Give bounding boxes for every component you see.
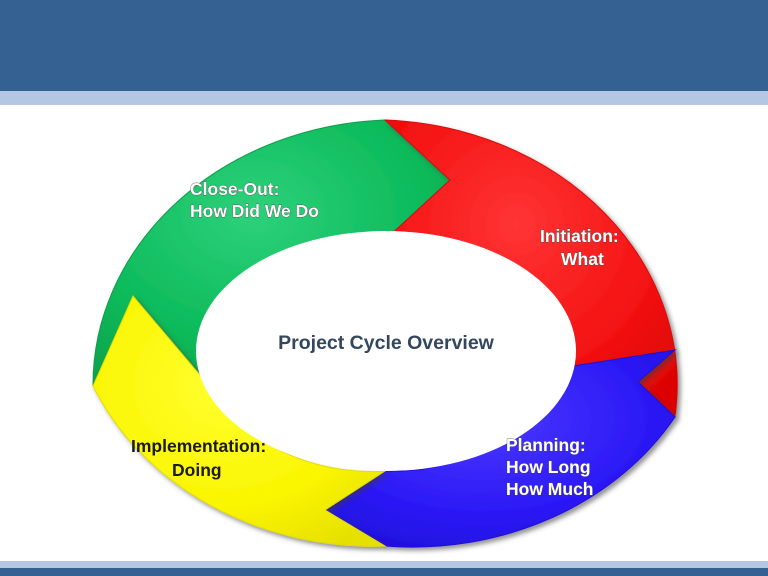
planning-label-line2: How Long xyxy=(506,457,591,477)
label-implementation: Implementation: Doing xyxy=(131,436,266,480)
segment-implementation[interactable] xyxy=(92,295,387,547)
implementation-label-line2: Doing xyxy=(172,460,222,480)
project-cycle-diagram: Project Cycle Overview Close-Out: How Di… xyxy=(0,105,768,561)
planning-label-line3: How Much xyxy=(506,479,594,499)
label-close-out: Close-Out: How Did We Do xyxy=(190,179,320,222)
implementation-chevron[interactable] xyxy=(92,295,387,547)
planning-label-line1: Planning: xyxy=(506,435,586,455)
label-planning: Planning: How Long How Much xyxy=(506,435,594,500)
top-dark-band xyxy=(0,0,768,91)
top-light-band xyxy=(0,91,768,105)
close-out-label-line1: Close-Out: xyxy=(190,179,279,199)
center-hub xyxy=(196,231,576,471)
initiation-label-line2: What xyxy=(561,249,604,269)
bottom-dark-band xyxy=(0,568,768,576)
bottom-light-band xyxy=(0,561,768,568)
cycle-donut-svg: Project Cycle Overview Close-Out: How Di… xyxy=(92,119,678,548)
label-initiation: Initiation: What xyxy=(540,226,619,270)
initiation-label-line1: Initiation: xyxy=(540,226,619,246)
implementation-label-line1: Implementation: xyxy=(131,436,266,456)
close-out-label-line2: How Did We Do xyxy=(190,201,319,221)
diagram-center-title: Project Cycle Overview xyxy=(278,332,495,354)
